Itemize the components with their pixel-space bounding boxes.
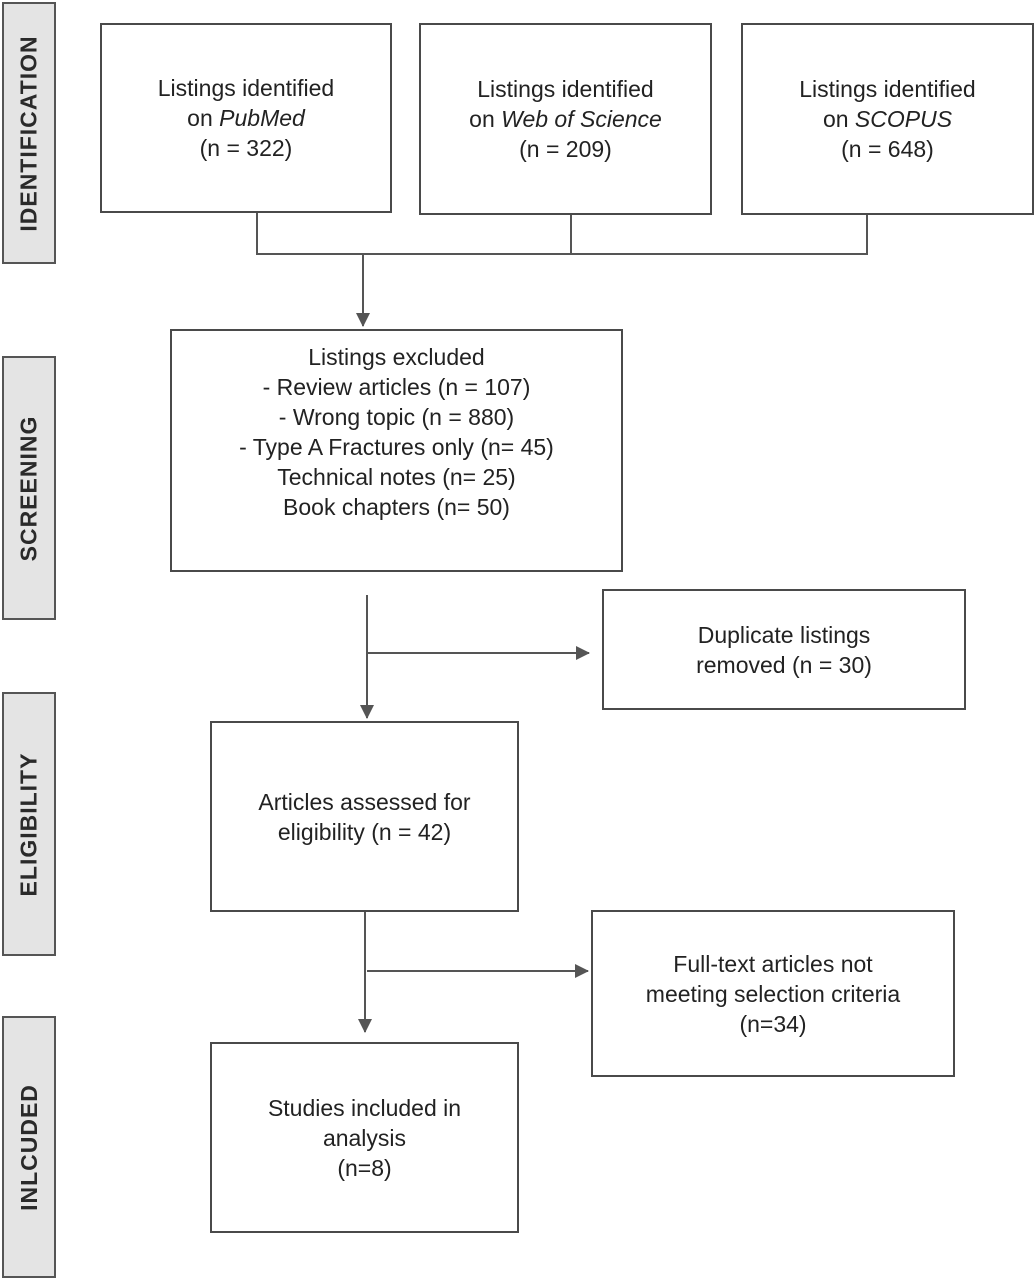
not-meeting-box: Full-text articles not meeting selection… <box>591 910 955 1077</box>
scopus-prefix: on <box>822 106 855 132</box>
pubmed-source-line: on PubMed <box>187 103 305 133</box>
wos-line1: Listings identified <box>477 76 654 102</box>
duplicates-box: Duplicate listings removed (n = 30) <box>602 589 966 710</box>
wos-source: Web of Science <box>501 106 662 132</box>
stage-included-label: INLCUDED <box>15 1083 42 1211</box>
stage-included: INLCUDED <box>2 1016 56 1278</box>
excluded-item: - Type A Fractures only (n= 45) <box>239 434 554 460</box>
pubmed-prefix: on <box>187 105 220 131</box>
eligibility-box: Articles assessed for eligibility (n = 4… <box>210 721 519 912</box>
scopus-source-line: on SCOPUS <box>823 104 952 134</box>
stage-eligibility: ELIGIBILITY <box>2 692 56 956</box>
pubmed-source: PubMed <box>219 105 305 131</box>
scopus-source: SCOPUS <box>854 106 953 132</box>
wos-source-line: on Web of Science <box>469 104 662 134</box>
eligibility-line2: eligibility (n = 42) <box>277 818 452 845</box>
pubmed-box: Listings identified on PubMed (n = 322) <box>100 23 392 213</box>
pubmed-count: (n = 322) <box>199 135 293 161</box>
excluded-item: Book chapters (n= 50) <box>283 494 510 520</box>
included-line3: (n=8) <box>337 1154 392 1181</box>
excluded-item: - Wrong topic (n = 880) <box>278 404 515 430</box>
wos-count: (n = 209) <box>519 136 612 162</box>
stage-eligibility-label: ELIGIBILITY <box>15 752 42 896</box>
eligibility-line1: Articles assessed for <box>258 788 471 815</box>
not-meeting-line3: (n=34) <box>739 1010 807 1037</box>
scopus-box: Listings identified on SCOPUS (n = 648) <box>741 23 1034 215</box>
excluded-item: - Review articles (n = 107) <box>262 374 531 400</box>
stage-identification: IDENTIFICATION <box>2 2 56 264</box>
scopus-line1: Listings identified <box>799 76 976 102</box>
excluded-item: Technical notes (n= 25) <box>277 464 516 490</box>
pubmed-line1: Listings identified <box>157 75 335 101</box>
not-meeting-line2: meeting selection criteria <box>645 980 901 1007</box>
scopus-count: (n = 648) <box>841 136 934 162</box>
not-meeting-line1: Full-text articles not <box>673 950 873 977</box>
included-box: Studies included in analysis (n=8) <box>210 1042 519 1233</box>
stage-screening: SCREENING <box>2 356 56 620</box>
stage-screening-label: SCREENING <box>15 415 42 561</box>
included-line1: Studies included in <box>267 1094 462 1121</box>
duplicates-line2: removed (n = 30) <box>696 651 872 678</box>
stage-identification-label: IDENTIFICATION <box>15 34 42 232</box>
wos-prefix: on <box>469 106 502 132</box>
included-line2: analysis <box>322 1124 407 1151</box>
excluded-box: Listings excluded - Review articles (n =… <box>170 329 623 572</box>
wos-box: Listings identified on Web of Science (n… <box>419 23 712 215</box>
duplicates-line1: Duplicate listings <box>697 621 871 648</box>
excluded-title: Listings excluded <box>308 344 485 370</box>
